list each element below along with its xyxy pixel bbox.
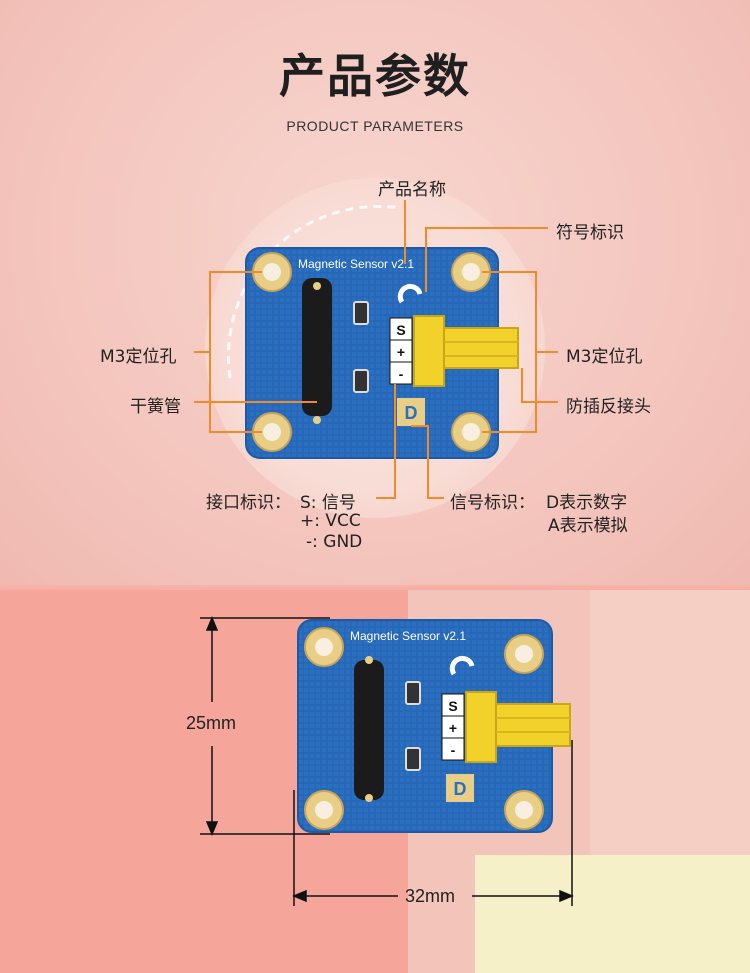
callout-m3-hole-right: M3定位孔 [566, 347, 643, 367]
pin-plus-2: + [449, 720, 457, 736]
smd-led-2 [405, 747, 421, 771]
m3-hole-2-bl [304, 790, 344, 830]
callout-interface-vcc: +: VCC [300, 511, 361, 531]
callout-signal-a: A表示模拟 [548, 516, 628, 536]
dashed-arc [226, 204, 401, 379]
m3-hole-bl [252, 412, 292, 452]
pin-minus: - [399, 366, 404, 382]
callout-reed-switch: 干簧管 [130, 397, 181, 417]
dimension-height: 25mm [186, 713, 237, 733]
signal-mark-letter: D [405, 403, 418, 423]
smd-led [353, 369, 369, 393]
signal-mark-d [397, 398, 425, 426]
m3-hole-2-tl [304, 627, 344, 667]
pin-s: S [396, 322, 405, 338]
callout-interface-gnd: -: GND [306, 532, 363, 552]
pin-s-2: S [448, 698, 457, 714]
board-label: Magnetic Sensor v2.1 [298, 257, 414, 271]
sensor-board-top: S + - D Magnetic Sensor v2.1 [245, 247, 519, 459]
callout-interface-s: S: 信号 [300, 493, 356, 513]
m3-hole-2-tr [504, 634, 544, 674]
magnet-icon-2 [449, 655, 475, 676]
smd-resistor [353, 301, 369, 325]
anti-reverse-connector-2 [465, 691, 571, 763]
board-label-2: Magnetic Sensor v2.1 [350, 629, 466, 643]
m3-hole-tl [252, 252, 292, 292]
reed-switch [302, 278, 332, 416]
callout-m3-hole-left: M3定位孔 [100, 347, 177, 367]
dimension-lines [200, 616, 574, 906]
sensor-board-bottom: S + - D Magnetic Sensor v2.1 [297, 619, 571, 833]
background-cream-block [475, 855, 750, 973]
pin-label-box: S + - [389, 317, 413, 385]
callout-interface-title: 接口标识： [206, 493, 291, 513]
callout-signal-title: 信号标识： [450, 493, 535, 513]
smd-resistor-2 [405, 681, 421, 705]
m3-hole-2-br [504, 790, 544, 830]
pin-label-box-2: S + - [441, 693, 465, 761]
page-title: 产品参数 [279, 49, 471, 103]
signal-mark-letter-2: D [454, 779, 467, 799]
pin-minus-2: - [451, 742, 456, 758]
callout-symbol-mark: 符号标识 [556, 223, 624, 243]
callout-signal-d: D表示数字 [546, 493, 628, 513]
callout-lines [194, 200, 558, 499]
callout-product-name: 产品名称 [378, 180, 446, 200]
reed-switch-2 [354, 660, 384, 800]
dimension-width: 32mm [405, 886, 456, 906]
m3-hole-br [451, 412, 491, 452]
callout-anti-reverse: 防插反接头 [566, 397, 651, 417]
anti-reverse-connector [413, 315, 519, 387]
magnet-icon [397, 283, 423, 304]
pin-plus: + [397, 344, 405, 360]
page-subtitle: PRODUCT PARAMETERS [286, 118, 464, 134]
signal-mark-d-2 [446, 774, 474, 802]
